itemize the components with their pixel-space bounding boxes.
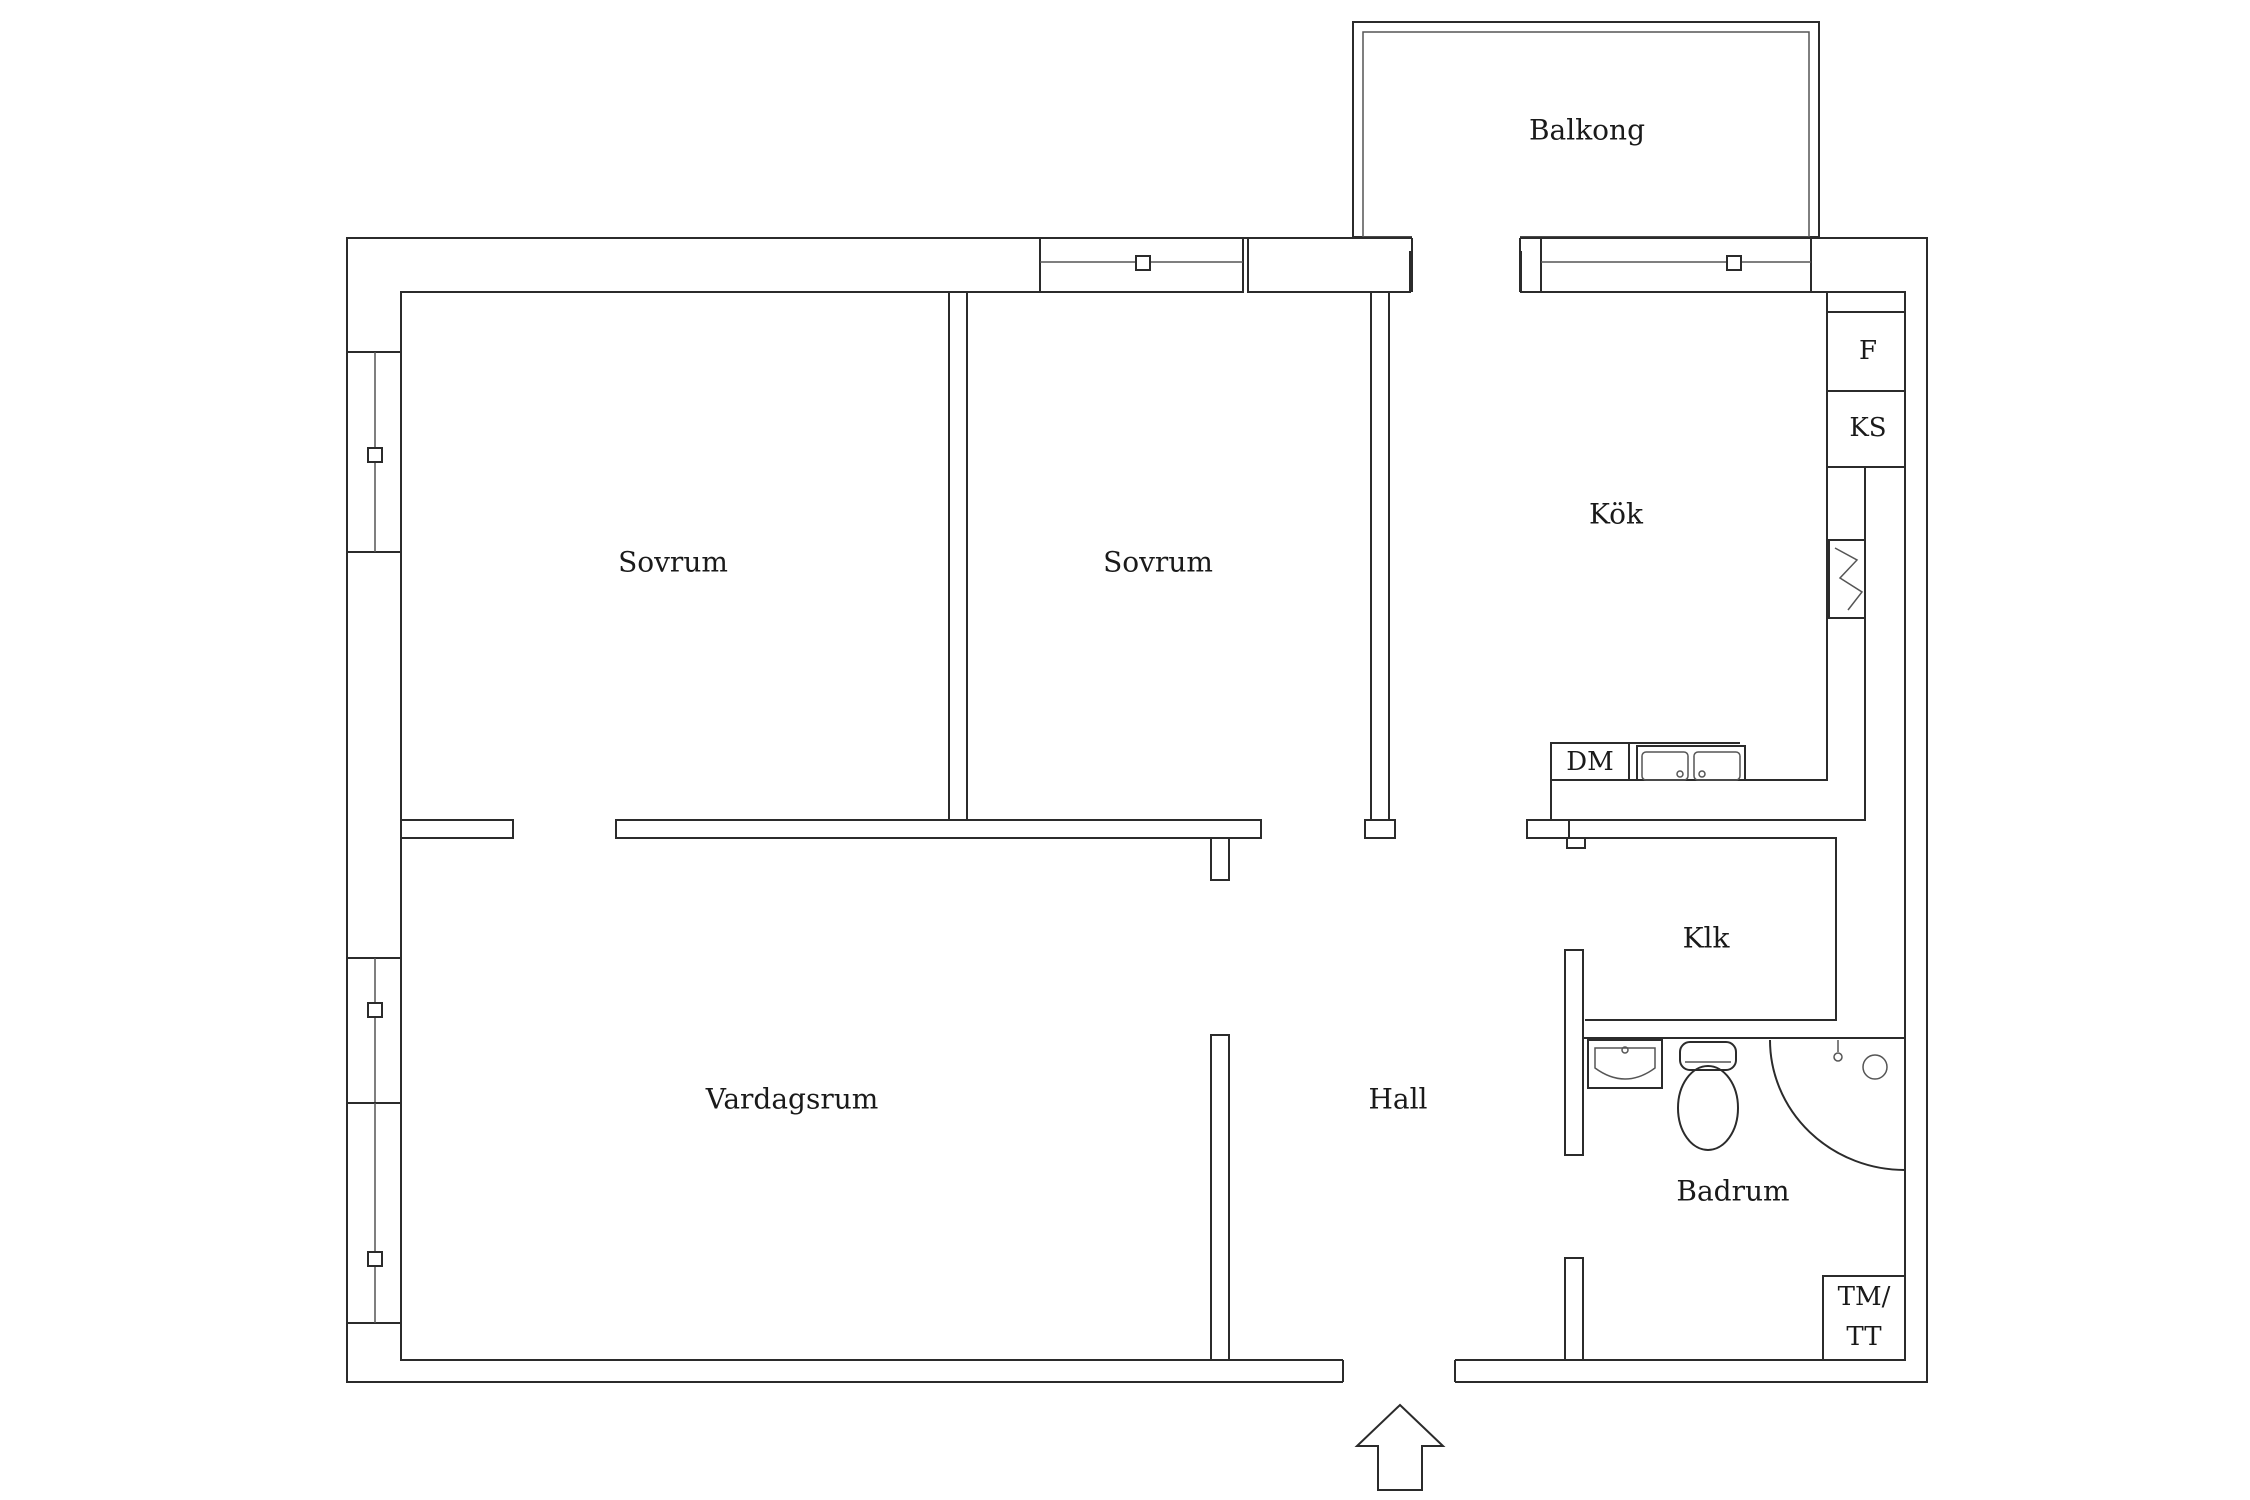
washer-dryer-box: TM/ TT [1822, 1275, 1906, 1361]
shower-icon [1769, 1039, 1906, 1171]
window-left-living-1 [346, 957, 402, 1104]
dishwasher-label: DM [1566, 747, 1613, 777]
room-label-hall: Hall [1368, 1083, 1427, 1116]
fridge-box: KS [1826, 390, 1906, 468]
window-left-living-2 [346, 1102, 402, 1324]
outer-wall [346, 237, 1928, 1383]
room-label-kitchen: Kök [1589, 498, 1644, 531]
freezer-box: F [1826, 311, 1906, 392]
kitchen-sink-icon [1636, 745, 1746, 781]
kitchen-counter [1550, 292, 1866, 821]
balcony-door [1411, 236, 1521, 294]
room-label-bathroom: Badrum [1676, 1175, 1789, 1208]
balcony [1352, 21, 1820, 238]
entrance-door [1342, 1358, 1456, 1384]
window-left-bedroom [346, 351, 402, 553]
dishwasher-box: DM [1550, 742, 1630, 781]
interior-walls [400, 291, 1905, 1361]
washer-label-line2: TT [1846, 1322, 1882, 1352]
room-label-living-room: Vardagsrum [705, 1083, 879, 1116]
entrance-arrow-icon [1354, 1403, 1446, 1491]
sink-icon [1587, 1039, 1663, 1089]
room-label-balcony: Balkong [1529, 114, 1645, 147]
window-top-kitchen [1540, 237, 1812, 293]
freezer-label: F [1859, 336, 1877, 366]
stove-icon [1828, 539, 1866, 619]
room-label-closet: Klk [1683, 922, 1731, 955]
washer-label-line1: TM/ [1838, 1282, 1891, 1312]
room-label-bedroom-1: Sovrum [618, 546, 728, 579]
room-label-bedroom-2: Sovrum [1103, 546, 1213, 579]
window-top-bedroom [1039, 237, 1244, 293]
toilet-icon [1677, 1041, 1739, 1151]
fridge-label: KS [1849, 413, 1886, 443]
